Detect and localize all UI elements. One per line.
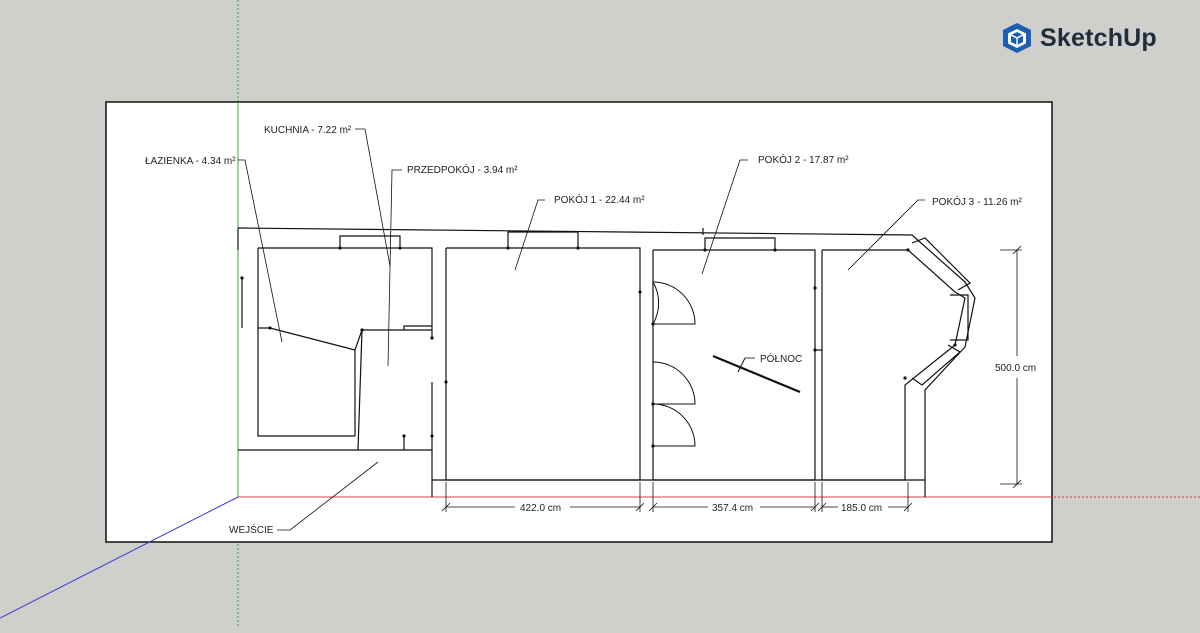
wall-left-block (258, 247, 433, 338)
sketchup-logo-icon (1003, 23, 1031, 53)
label-lazienka: ŁAZIENKA - 4.34 m² (145, 156, 236, 167)
door-arc-2 (652, 361, 696, 405)
exterior-wall-top (237, 227, 976, 497)
vertices (240, 246, 957, 448)
window-room-1 (507, 231, 579, 248)
door-arc-1b (652, 281, 696, 325)
wall-left-outer (257, 248, 355, 437)
label-kuchnia: KUCHNIA - 7.22 m² (264, 125, 352, 136)
label-polnoc: PÓŁNOC (760, 352, 802, 365)
stub-1 (403, 325, 432, 330)
dimension-lines[interactable] (441, 245, 1022, 512)
section-sheet[interactable] (105, 101, 1053, 543)
label-przedpokoj: PRZEDPOKÓJ - 3.94 m² (407, 163, 518, 176)
wall-hall-inner (357, 329, 363, 451)
blue-axis (0, 496, 239, 619)
doors[interactable] (652, 281, 696, 447)
window-kitchen (339, 235, 401, 248)
label-pokoj-3: POKÓJ 3 - 11.26 m² (932, 195, 1023, 208)
label-pokoj-1: POKÓJ 1 - 22.44 m² (554, 193, 645, 206)
door-arc-3 (652, 403, 696, 447)
brand-name: SketchUp (1040, 23, 1157, 52)
label-wejscie: WEJŚCIE (229, 523, 274, 536)
bay-window-detail-3 (911, 344, 962, 386)
door-arc-1 (652, 281, 660, 325)
dimension-room-2: 357.4 cm (712, 503, 753, 514)
leaders (238, 128, 925, 531)
bay-window-detail-2 (950, 294, 969, 341)
dimension-room-3: 185.0 cm (841, 503, 882, 514)
window-room-2 (704, 237, 776, 250)
dimension-height: 500.0 cm (995, 363, 1036, 374)
bay-window-detail (911, 237, 971, 291)
north-arrow (712, 354, 801, 394)
brand: SketchUp (1002, 20, 1157, 56)
label-pokoj-2: POKÓJ 2 - 17.87 m² (758, 153, 849, 166)
dimension-room-1: 422.0 cm (520, 503, 561, 514)
